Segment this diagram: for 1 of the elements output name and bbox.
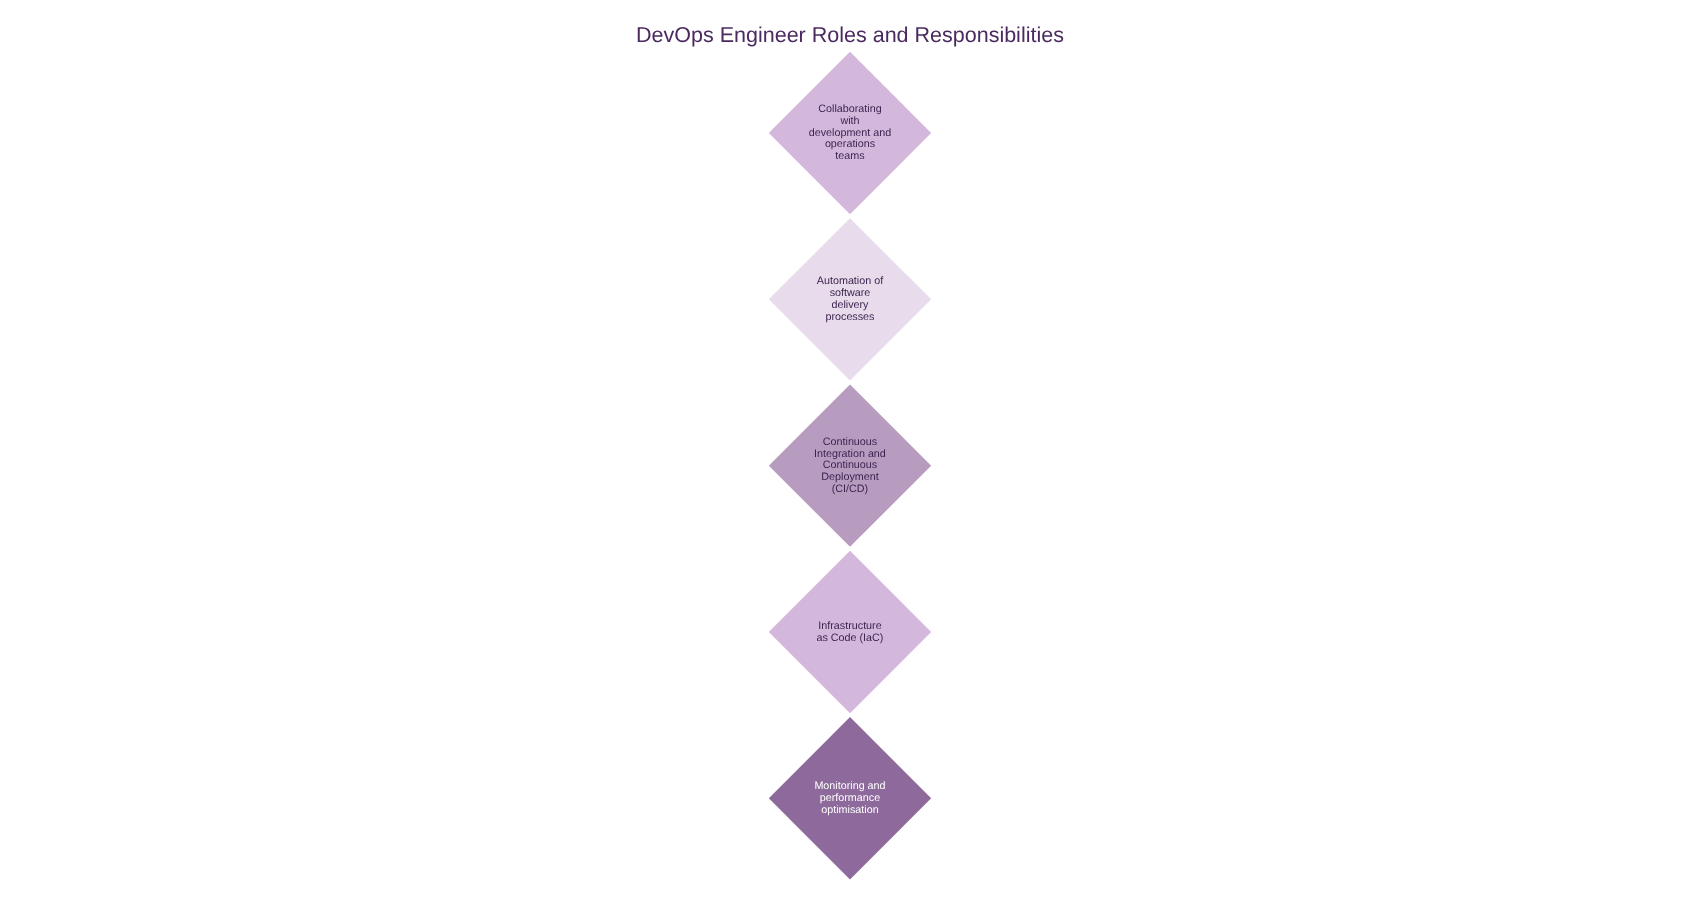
- diagram-title: DevOps Engineer Roles and Responsibilities: [636, 23, 1064, 48]
